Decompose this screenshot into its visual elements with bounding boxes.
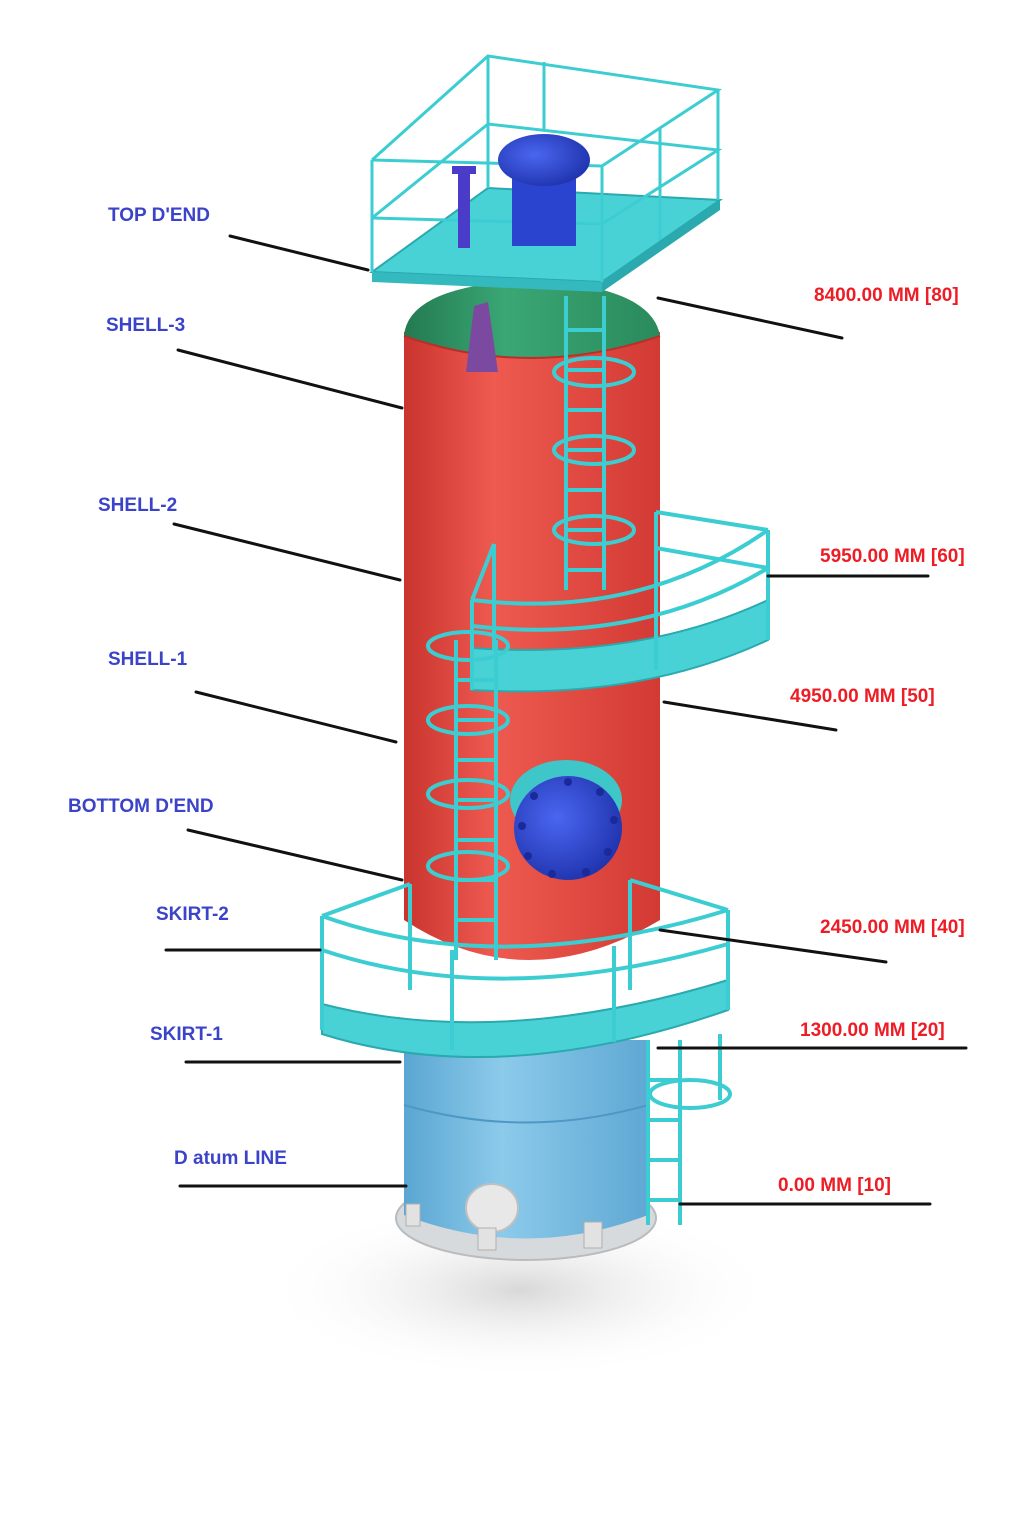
leader-elev-2450: [658, 928, 888, 964]
lifting-lug: [466, 302, 498, 372]
skirt-body: [404, 1040, 648, 1239]
label-skirt-1: SKIRT-1: [150, 1024, 223, 1045]
top-valve-handle: [452, 166, 476, 174]
label-shell-1: SHELL-1: [108, 649, 188, 670]
leader-shell-3: [176, 348, 404, 410]
skirt-opening: [465, 1183, 519, 1233]
leader-shell-2: [172, 522, 402, 582]
top-valve: [458, 172, 470, 248]
ground-shadow: [260, 1200, 780, 1380]
skirt-seam: [403, 1104, 649, 1124]
top-head: [404, 280, 660, 358]
label-skirt-2: SKIRT-2: [156, 904, 229, 925]
leader-bottom-dend: [186, 828, 404, 882]
label-shell-2: SHELL-2: [98, 495, 178, 516]
manway-cover: [514, 776, 622, 880]
upper-ladder: [552, 296, 636, 590]
base-bolt: [477, 1227, 497, 1251]
base-bolt: [583, 1221, 603, 1249]
leader-elev-4950: [662, 700, 838, 732]
label-elev-2450: 2450.00 MM [40]: [820, 917, 965, 938]
top-nozzle-flange: [498, 134, 590, 186]
manway-bolts: [518, 778, 618, 878]
label-bottom-dend: BOTTOM D'END: [68, 796, 214, 817]
middle-platform-railing: [470, 510, 770, 690]
leader-top-dend: [228, 234, 370, 272]
label-elev-1300: 1300.00 MM [20]: [800, 1020, 945, 1041]
label-elev-8400: 8400.00 MM [80]: [814, 285, 959, 306]
top-platform-edge: [372, 272, 602, 292]
leader-lines: [164, 234, 968, 1206]
leader-shell-1: [194, 690, 398, 744]
bottom-platform-deck: [321, 978, 729, 1059]
top-platform-edge: [602, 200, 720, 292]
label-datum-line: D atum LINE: [174, 1148, 287, 1169]
label-shell-3: SHELL-3: [106, 315, 186, 336]
base-bolt: [405, 1203, 421, 1227]
bottom-ladder: [646, 1034, 732, 1225]
bottom-platform-railing: [320, 878, 730, 1050]
top-head-seam: [403, 335, 661, 359]
lower-ladder: [426, 630, 510, 960]
label-elev-5950: 5950.00 MM [60]: [820, 546, 965, 567]
label-top-dend: TOP D'END: [108, 205, 211, 226]
label-elev-4950: 4950.00 MM [50]: [790, 686, 935, 707]
label-elev-0: 0.00 MM [10]: [778, 1175, 891, 1196]
leader-elev-8400: [656, 296, 844, 340]
